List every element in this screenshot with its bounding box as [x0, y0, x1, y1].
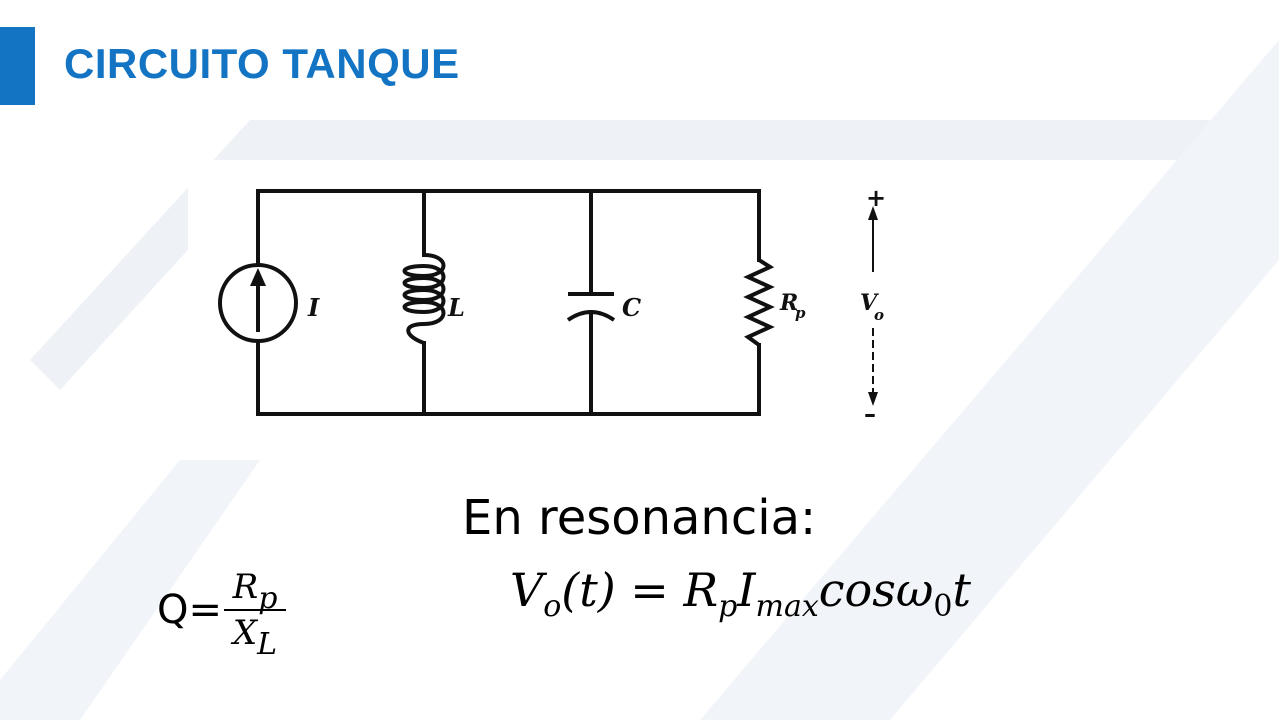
v-omega-subscript: 0 — [933, 589, 953, 624]
title-accent-bar — [0, 27, 35, 105]
voltage-plus-sign: + — [866, 184, 886, 212]
current-source-symbol — [218, 263, 298, 343]
v-lhs-subscript: o — [543, 589, 562, 624]
q-factor-formula: Q= Rp XL — [157, 545, 286, 675]
v-i-base: I — [737, 563, 756, 617]
slide-title: CIRCUITO TANQUE — [64, 40, 460, 87]
v-lhs-base: V — [510, 563, 544, 617]
v-r-base: R — [683, 563, 719, 617]
resistor-label: R — [779, 290, 798, 316]
voltage-minus-sign: – — [864, 400, 876, 428]
q-fraction: Rp XL — [224, 565, 286, 660]
capacitor-symbol — [566, 292, 616, 322]
inductor-label: L — [447, 293, 465, 322]
capacitor-label: C — [622, 293, 641, 322]
v-time: t — [952, 563, 971, 617]
voltage-label: V — [860, 290, 879, 316]
v-i-subscript: max — [755, 589, 819, 624]
output-voltage-formula: Vo(t) = RpImaxcosω0t — [510, 563, 971, 622]
q-denominator-subscript: L — [257, 627, 278, 662]
q-numerator-base: R — [232, 567, 259, 607]
q-formula-lhs: Q= — [157, 587, 222, 633]
q-denominator: XL — [229, 611, 281, 660]
resonance-heading: En resonancia: — [462, 490, 817, 546]
q-fraction-bar — [224, 609, 286, 611]
q-denominator-base: X — [232, 613, 258, 653]
inductor-symbol — [402, 253, 446, 345]
tank-circuit-diagram: I L C R p V o + – — [218, 184, 886, 428]
voltage-indicator — [868, 206, 878, 406]
voltage-label-subscript: o — [874, 306, 884, 324]
v-cos-omega: cosω — [818, 563, 934, 617]
source-label: I — [307, 293, 320, 322]
resistor-label-subscript: p — [795, 304, 806, 322]
q-numerator-subscript: p — [258, 581, 278, 616]
q-numerator: Rp — [229, 565, 282, 614]
v-r-subscript: p — [718, 589, 738, 624]
v-argument: (t) = — [561, 563, 684, 617]
circuit-panel — [188, 160, 908, 450]
resistor-symbol — [743, 258, 775, 347]
